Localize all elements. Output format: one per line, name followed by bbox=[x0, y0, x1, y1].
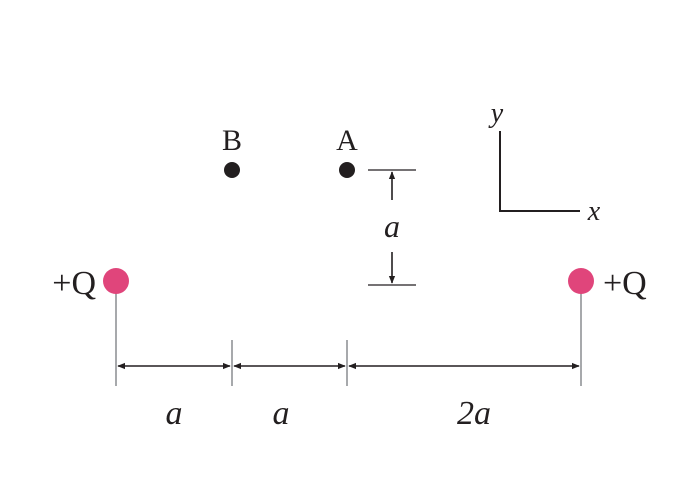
point-a-dot bbox=[339, 162, 355, 178]
horizontal-dim-label-3: 2a bbox=[457, 395, 491, 432]
coordinate-axes bbox=[499, 131, 580, 212]
vertical-dim-label: a bbox=[384, 208, 400, 244]
horizontal-dim-label-2: a bbox=[273, 395, 290, 432]
y-axis-label: y bbox=[488, 98, 504, 129]
horizontal-dim-label-1: a bbox=[166, 395, 183, 432]
left-charge-label: +Q bbox=[52, 265, 96, 302]
x-axis-label: x bbox=[587, 196, 601, 227]
point-b-dot bbox=[224, 162, 240, 178]
point-b-label: B bbox=[222, 124, 242, 157]
left-charge-dot bbox=[103, 268, 129, 294]
point-a-label: A bbox=[336, 124, 358, 157]
right-charge-label: +Q bbox=[603, 265, 647, 302]
right-charge-dot bbox=[568, 268, 594, 294]
